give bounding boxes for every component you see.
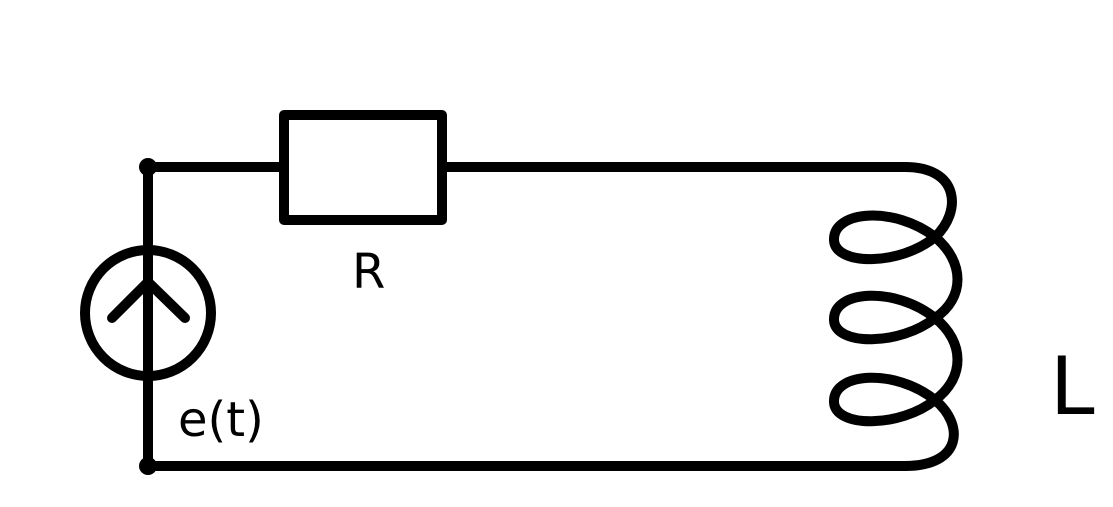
node-top: [139, 158, 157, 176]
node-bottom: [139, 457, 157, 475]
resistor-label: R: [352, 244, 385, 300]
inductor-coil: [828, 162, 963, 471]
source-label: e(t): [178, 392, 264, 448]
voltage-source: [80, 245, 216, 381]
source-arrow-icon: [107, 277, 190, 323]
resistor: [279, 110, 447, 225]
inductor-label: L: [1050, 340, 1095, 433]
